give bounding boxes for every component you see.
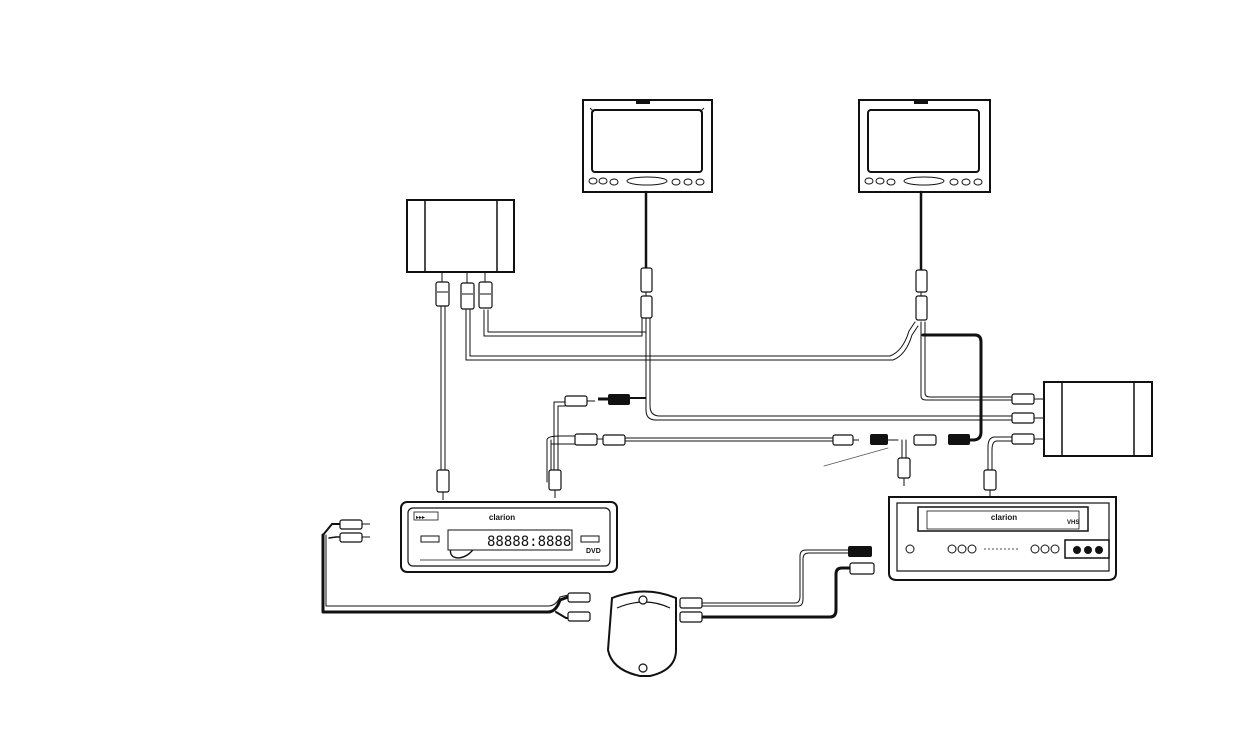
overhead-monitor-right [859,100,990,192]
svg-text:▸▸▸: ▸▸▸ [416,515,425,521]
head-unit: ▸▸▸ clarion 88888:8888 DVD [401,502,617,572]
vcr: clarion VHS [889,497,1116,580]
switch-box [608,592,676,677]
vcr-vhs-badge: VHS [1067,520,1079,526]
source-box-right [1044,382,1152,456]
vcr-brand: clarion [991,513,1017,522]
head-unit-dvd-badge: DVD [586,548,601,555]
source-box-left [407,200,514,272]
head-unit-display: 88888:8888 [487,534,571,550]
overhead-monitor-left [583,100,712,192]
head-unit-brand: clarion [489,513,515,522]
